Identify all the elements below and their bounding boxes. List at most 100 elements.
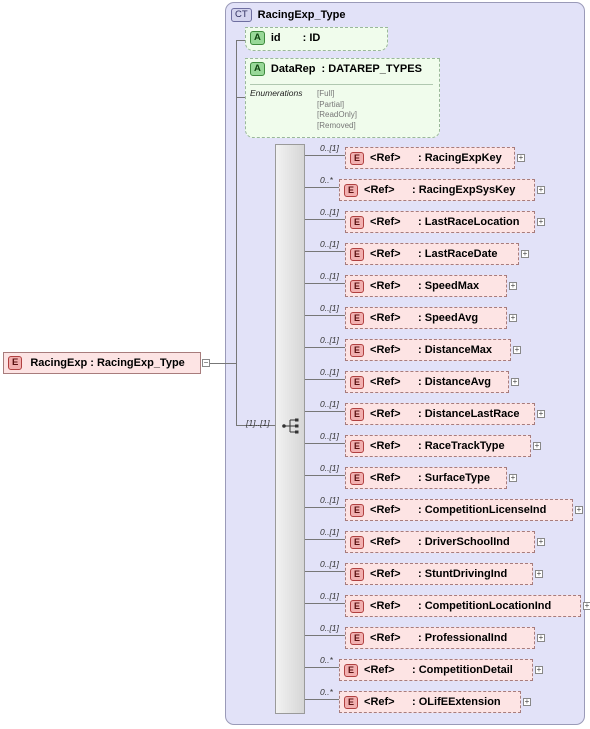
expand-icon[interactable]: + [509, 281, 517, 290]
ct-vertical-connector [236, 40, 237, 425]
enum-value: [Partial] [317, 99, 345, 109]
element-badge: E [350, 535, 365, 549]
element-row[interactable]: E<Ref>: LastRaceLocation [345, 211, 535, 233]
element-name: : StuntDrivingInd [418, 568, 508, 580]
element-connector [305, 507, 345, 508]
expand-icon[interactable]: + [533, 441, 541, 450]
element-name: : SpeedMax [418, 280, 480, 292]
expand-icon[interactable]: + [521, 249, 529, 258]
element-connector [305, 699, 339, 700]
expand-icon[interactable]: + [535, 569, 543, 578]
element-occurrence: 0..[1] [320, 431, 339, 441]
element-row[interactable]: E<Ref>: RacingExpKey [345, 147, 515, 169]
attribute-divider [250, 84, 433, 85]
enum-value: [Removed] [317, 120, 356, 130]
collapse-icon[interactable]: − [202, 358, 210, 367]
element-occurrence: 0..[1] [320, 207, 339, 217]
expand-icon[interactable]: + [511, 377, 519, 386]
element-row[interactable]: E<Ref>: DistanceAvg [345, 371, 509, 393]
element-row[interactable]: E<Ref>: SurfaceType [345, 467, 507, 489]
expand-icon[interactable]: + [575, 505, 583, 514]
expand-icon[interactable]: + [537, 633, 545, 642]
expand-icon[interactable]: + [537, 185, 545, 194]
element-ref-label: <Ref> [370, 600, 401, 612]
expand-icon[interactable]: + [535, 665, 543, 674]
element-badge: E [350, 343, 365, 357]
element-badge: E [350, 311, 365, 325]
element-name: : DriverSchoolInd [418, 536, 510, 548]
element-connector [305, 411, 345, 412]
element-ref-label: <Ref> [370, 344, 401, 356]
element-connector [305, 539, 345, 540]
element-connector [305, 667, 339, 668]
expand-icon[interactable]: + [523, 697, 531, 706]
element-ref-label: <Ref> [370, 504, 401, 516]
element-occurrence: 0..[1] [320, 239, 339, 249]
element-name: : ProfessionalInd [418, 632, 508, 644]
element-badge: E [350, 567, 365, 581]
element-row[interactable]: E <Ref> : DistanceMax [345, 339, 511, 361]
element-row[interactable]: E<Ref>: ProfessionalInd [345, 627, 535, 649]
attr-connector-datarep [236, 97, 246, 98]
attribute-datarep[interactable]: A DataRep : DATAREP_TYPES Enumerations [… [245, 58, 440, 138]
element-connector [305, 251, 345, 252]
element-name: : DistanceMax [418, 344, 492, 356]
sequence-occurrence: [1]..[1] [246, 418, 270, 428]
element-badge: E [344, 663, 359, 677]
element-connector [305, 219, 345, 220]
element-occurrence: 0..* [320, 687, 333, 697]
element-ref-label: <Ref> [370, 536, 401, 548]
element-row[interactable]: E <Ref> : DriverSchoolInd [345, 531, 535, 553]
element-name: : DistanceAvg [418, 376, 491, 388]
element-badge: E [8, 356, 23, 370]
element-ref-label: <Ref> [364, 184, 395, 196]
element-row[interactable]: E<Ref>: LastRaceDate [345, 243, 519, 265]
element-occurrence: 0..[1] [320, 623, 339, 633]
element-occurrence: 0..[1] [320, 367, 339, 377]
element-row[interactable]: E <Ref> : RacingExpSysKey [339, 179, 535, 201]
element-ref-label: <Ref> [370, 376, 401, 388]
complex-type-name: RacingExp_Type [257, 9, 346, 21]
expand-icon[interactable]: + [513, 345, 521, 354]
expand-icon[interactable]: + [583, 601, 590, 610]
element-row[interactable]: E<Ref>: OLifEExtension [339, 691, 521, 713]
attribute-id[interactable]: A id : ID [245, 27, 388, 51]
element-row[interactable]: E<Ref>: RaceTrackType [345, 435, 531, 457]
element-row[interactable]: E<Ref>: SpeedMax [345, 275, 507, 297]
element-connector [305, 347, 345, 348]
element-connector [305, 155, 345, 156]
element-ref-label: <Ref> [370, 216, 401, 228]
element-badge: E [350, 407, 365, 421]
element-connector [305, 571, 345, 572]
element-connector [305, 187, 339, 188]
root-element[interactable]: E RacingExp : RacingExp_Type [3, 352, 201, 374]
element-row[interactable]: E<Ref>: CompetitionLocationInd [345, 595, 581, 617]
enumerations-title: Enumerations [250, 88, 303, 98]
root-element-label: RacingExp : RacingExp_Type [30, 357, 185, 369]
element-name: : RacingExpSysKey [412, 184, 516, 196]
element-row[interactable]: E<Ref>: DistanceLastRace [345, 403, 535, 425]
element-row[interactable]: E<Ref>: CompetitionLicenseInd [345, 499, 573, 521]
complex-type-badge: CT [231, 8, 252, 22]
element-row[interactable]: E<Ref>: SpeedAvg [345, 307, 507, 329]
expand-icon[interactable]: + [509, 473, 517, 482]
element-row[interactable]: E<Ref>: CompetitionDetail [339, 659, 533, 681]
expand-icon[interactable]: + [509, 313, 517, 322]
element-occurrence: 0..* [320, 175, 333, 185]
expand-icon[interactable]: + [537, 409, 545, 418]
element-name: : CompetitionLicenseInd [418, 504, 547, 516]
element-ref-label: <Ref> [370, 472, 401, 484]
element-occurrence: 0..[1] [320, 591, 339, 601]
element-name: : RacingExpKey [418, 152, 502, 164]
element-occurrence: 0..[1] [320, 271, 339, 281]
element-badge: E [350, 599, 365, 613]
element-ref-label: <Ref> [370, 152, 401, 164]
expand-icon[interactable]: + [537, 217, 545, 226]
element-badge: E [344, 183, 359, 197]
element-name: : RaceTrackType [418, 440, 505, 452]
element-name: : LastRaceLocation [418, 216, 520, 228]
element-connector [305, 603, 345, 604]
expand-icon[interactable]: + [537, 537, 545, 546]
expand-icon[interactable]: + [517, 153, 525, 162]
element-row[interactable]: E<Ref>: StuntDrivingInd [345, 563, 533, 585]
